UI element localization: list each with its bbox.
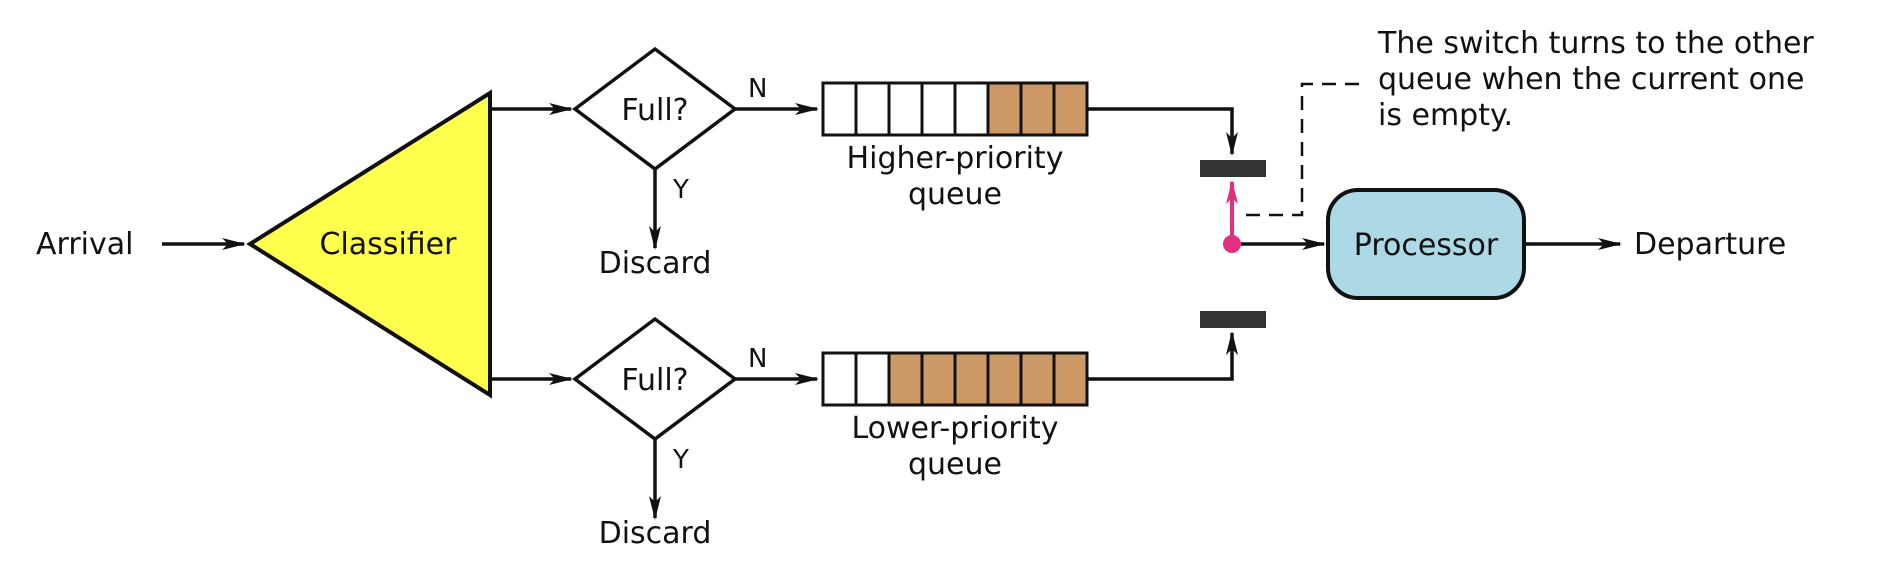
lower-priority-queue [821, 351, 1089, 407]
note-line3: is empty. [1378, 98, 1513, 133]
note-line2: queue when the current one [1378, 62, 1804, 97]
processor-label: Processor [1354, 228, 1499, 263]
note-leader-line [1246, 82, 1362, 217]
no-label-bottom: N [748, 344, 767, 374]
queue-slot-filled [1019, 81, 1056, 137]
queue-slot-filled [1052, 81, 1089, 137]
queue-slot-filled [920, 351, 957, 407]
departure-label: Departure [1634, 227, 1786, 262]
classifier-label: Classifier [320, 227, 458, 262]
queue-slot-filled [887, 351, 924, 407]
queue-slot-filled [953, 351, 990, 407]
discard-bottom-label: Discard [599, 516, 712, 551]
no-label-top: N [748, 74, 767, 104]
switch-contact-top [1200, 160, 1266, 177]
higher-queue-label-line1: Higher-priority [847, 141, 1064, 176]
queue-slot-empty [887, 81, 924, 137]
yes-label-top: Y [672, 175, 689, 205]
switch-contact-bottom [1200, 311, 1266, 328]
discard-top-label: Discard [599, 246, 712, 281]
lower-queue-label-line2: queue [908, 447, 1002, 482]
queue-slot-empty [821, 351, 858, 407]
queue-slot-empty [854, 351, 891, 407]
queue-slot-empty [854, 81, 891, 137]
queue-slot-filled [986, 81, 1023, 137]
note-line1: The switch turns to the other [1377, 26, 1814, 61]
lower-queue-label-line1: Lower-priority [851, 411, 1058, 446]
queue-slot-filled [986, 351, 1023, 407]
full-decision-bottom-label: Full? [621, 363, 688, 398]
queue-slot-empty [920, 81, 957, 137]
queue-slot-filled [1019, 351, 1056, 407]
higher-queue-to-switch-arrow [1088, 107, 1238, 156]
lower-queue-to-switch-arrow [1088, 331, 1238, 381]
arrival-label: Arrival [36, 227, 133, 262]
full-decision-top-label: Full? [621, 93, 688, 128]
higher-queue-label-line2: queue [908, 177, 1002, 212]
higher-priority-queue [821, 81, 1089, 137]
yes-label-bottom: Y [672, 445, 689, 475]
queue-slot-empty [953, 81, 990, 137]
classifier-triangle [246, 89, 492, 399]
switch-pivot [1223, 235, 1241, 253]
queue-slot-empty [821, 81, 858, 137]
queue-slot-filled [1052, 351, 1089, 407]
